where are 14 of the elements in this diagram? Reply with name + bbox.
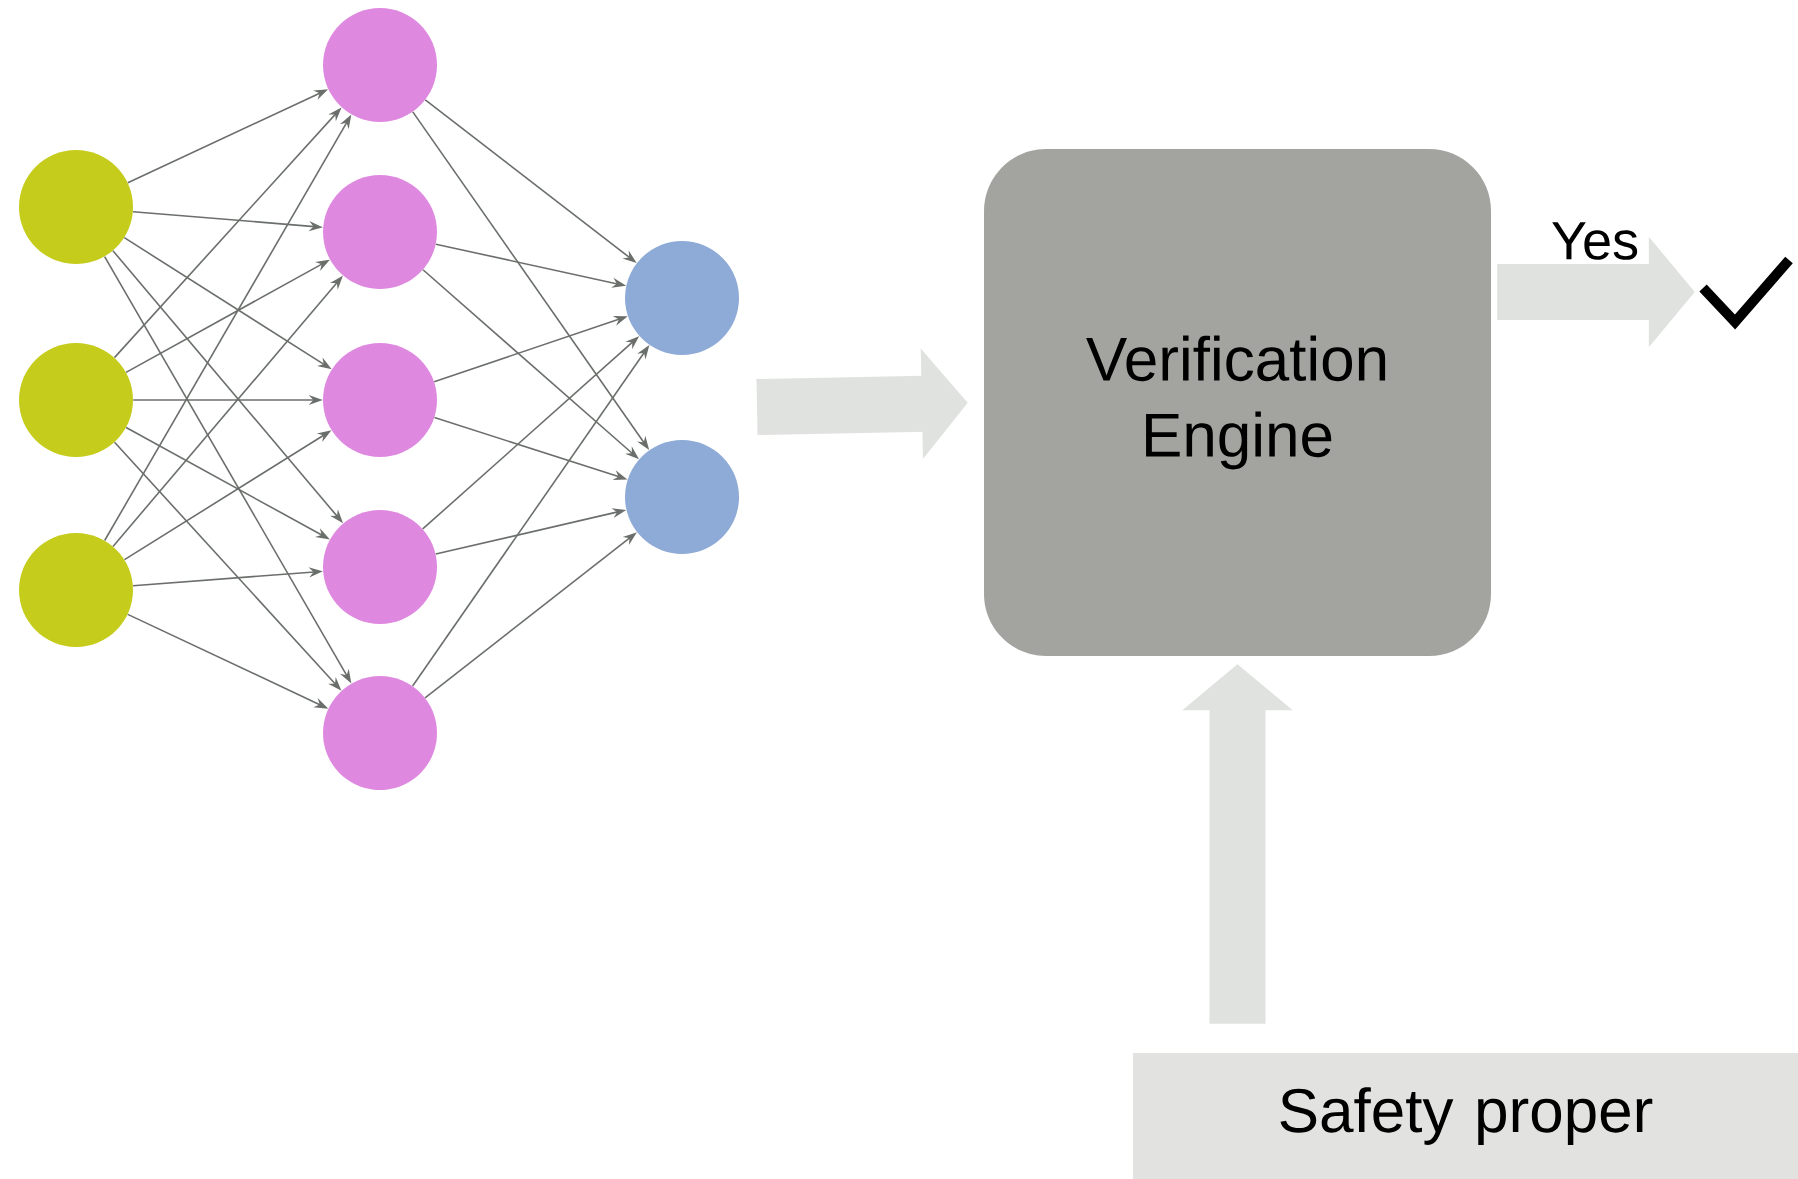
input-neuron — [19, 343, 133, 457]
hidden-neuron — [323, 343, 437, 457]
output-neuron — [625, 440, 739, 554]
hidden-neuron — [323, 175, 437, 289]
input-neuron — [19, 533, 133, 647]
hidden-neuron — [323, 676, 437, 790]
output-neuron — [625, 241, 739, 355]
process-box: Verification Engine — [984, 149, 1491, 656]
edge-label: Yes — [1548, 220, 1642, 262]
hidden-neuron — [323, 510, 437, 624]
hidden-neuron — [323, 8, 437, 122]
check-mark-icon — [1699, 256, 1793, 330]
input-neuron — [19, 150, 133, 264]
input-box: Safety proper — [1133, 1053, 1798, 1179]
